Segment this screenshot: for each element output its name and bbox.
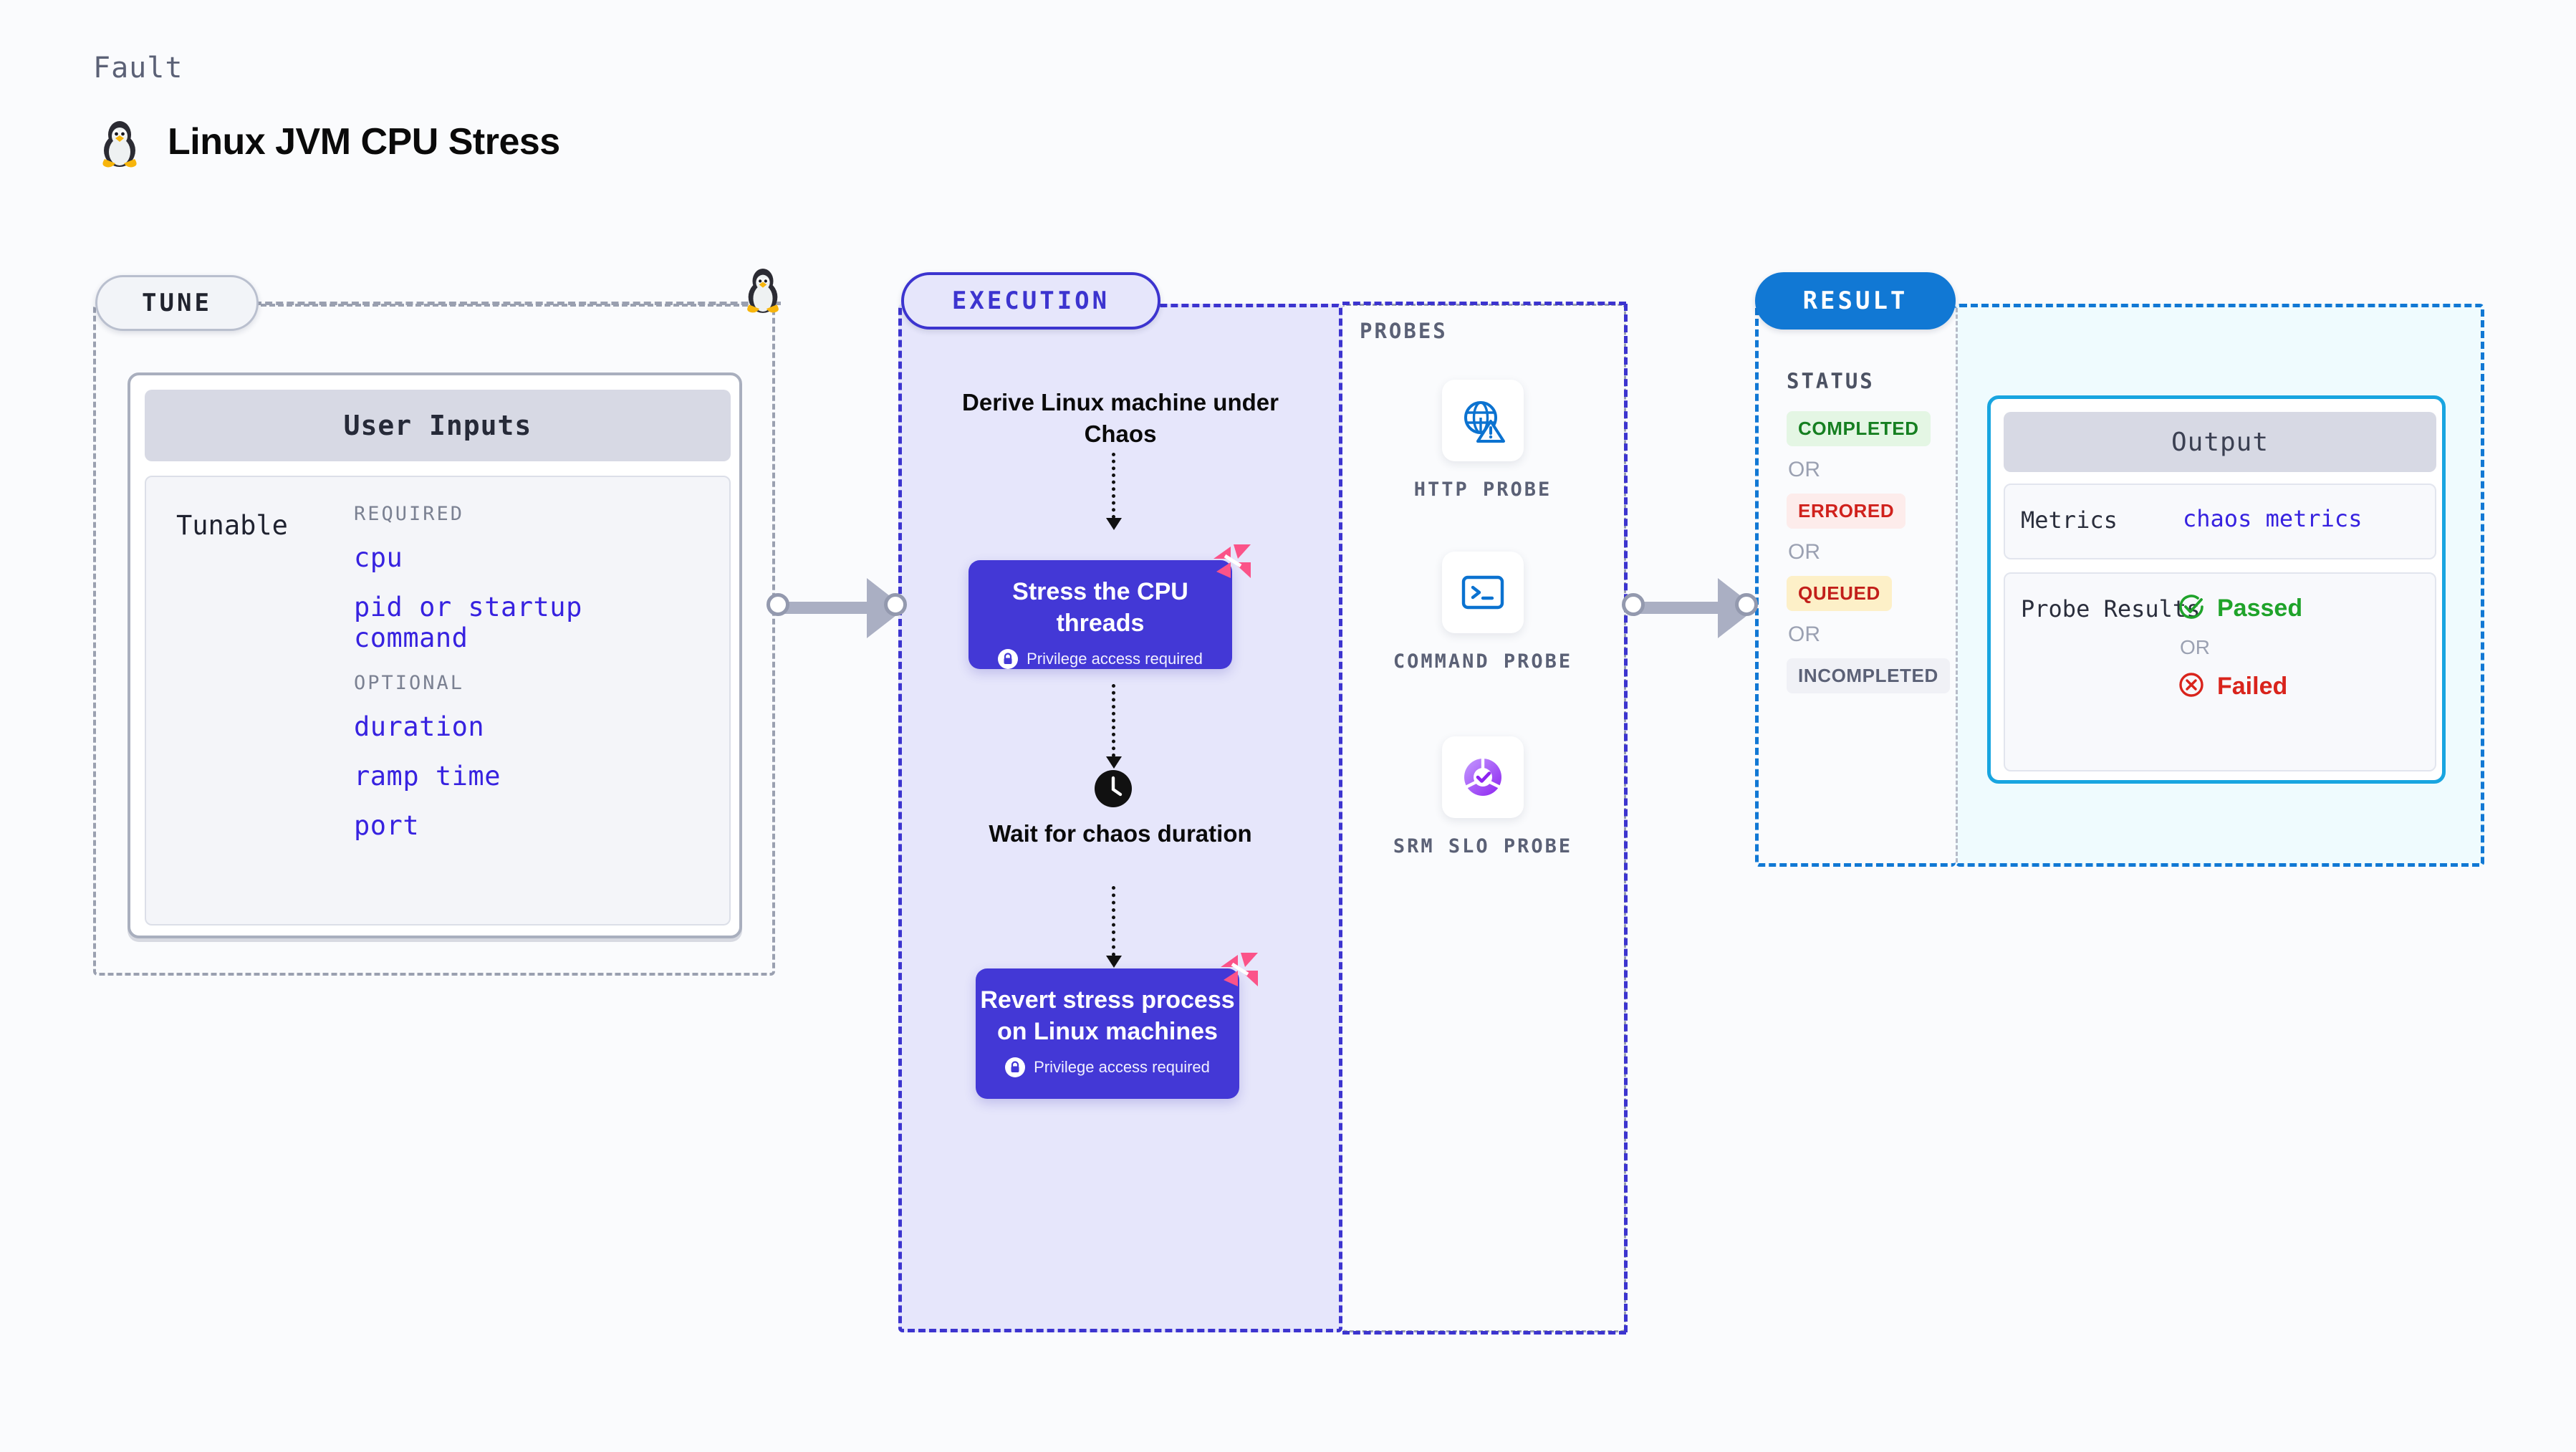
linux-tux-connector-icon bbox=[741, 264, 784, 319]
probe-result-failed-label: Failed bbox=[2217, 673, 2288, 700]
status-badge-completed: COMPLETED bbox=[1787, 411, 1931, 446]
execution-step-derive-machine: Derive Linux machine under Chaos bbox=[962, 389, 1279, 447]
probe-label-command: COMMAND PROBE bbox=[1393, 650, 1573, 673]
user-inputs-card-title: User Inputs bbox=[145, 390, 731, 461]
tunable-item-port[interactable]: port bbox=[354, 810, 420, 841]
probe-result-or: OR bbox=[2180, 636, 2210, 658]
tune-top-dashed-line bbox=[254, 302, 781, 305]
probe-result-failed: Failed bbox=[2177, 670, 2302, 703]
probes-top-dashed-line bbox=[1342, 302, 1626, 305]
check-circle-icon bbox=[2177, 592, 2206, 625]
tunable-item-ramp-time[interactable]: ramp time bbox=[354, 761, 501, 792]
probe-result-passed: Passed bbox=[2177, 592, 2302, 625]
lock-icon bbox=[1005, 1057, 1026, 1078]
status-title: STATUS bbox=[1787, 369, 1875, 393]
probe-item-srm-slo[interactable]: SRM SLO PROBE bbox=[1375, 736, 1590, 860]
execution-step-wait-duration: Wait for chaos duration bbox=[989, 820, 1252, 847]
probe-label-srm-slo: SRM SLO PROBE bbox=[1393, 835, 1573, 857]
status-badge-list: COMPLETED OR ERRORED OR QUEUED OR INCOMP… bbox=[1787, 411, 1959, 693]
status-badge-queued: QUEUED bbox=[1787, 576, 1892, 611]
probes-right-dashed-line bbox=[1624, 304, 1628, 1332]
tunable-group-optional-label: OPTIONAL bbox=[354, 672, 465, 694]
user-inputs-card: User Inputs Tunable REQUIRED cpu pid or … bbox=[128, 372, 742, 938]
harness-logo-icon bbox=[1209, 540, 1256, 588]
status-or-1: OR bbox=[1788, 458, 1820, 481]
flow-arrow-3 bbox=[1106, 886, 1122, 968]
fault-kicker-label: Fault bbox=[93, 52, 183, 85]
output-row-probe-results: Probe Results Passed OR bbox=[2004, 572, 2436, 771]
lock-icon bbox=[998, 649, 1019, 670]
output-card-title: Output bbox=[2004, 412, 2436, 472]
status-badge-incompleted: INCOMPLETED bbox=[1787, 658, 1950, 693]
flow-arrow-1 bbox=[1106, 453, 1122, 530]
execution-step-stress-cpu-card[interactable]: Stress the CPU threads Privilege access … bbox=[969, 544, 1251, 670]
harness-logo-icon bbox=[1216, 948, 1264, 996]
page-title: Linux JVM CPU Stress bbox=[168, 121, 560, 163]
privilege-note-text: Privilege access required bbox=[1027, 650, 1203, 668]
execution-card-title: Revert stress process on Linux machines bbox=[980, 986, 1235, 1046]
probe-label-http: HTTP PROBE bbox=[1413, 479, 1552, 501]
tunable-box: Tunable REQUIRED cpu pid or startup comm… bbox=[145, 476, 731, 925]
x-circle-icon bbox=[2177, 670, 2206, 703]
probe-result-passed-label: Passed bbox=[2217, 595, 2303, 622]
result-panel-label: RESULT bbox=[1755, 272, 1956, 330]
metrics-key-label: Metrics bbox=[2021, 506, 2118, 534]
output-card: Output Metrics chaos metrics Probe Resul… bbox=[1987, 395, 2446, 784]
globe-warning-icon bbox=[1442, 380, 1524, 461]
privilege-note: Privilege access required bbox=[969, 649, 1232, 670]
status-or-2: OR bbox=[1788, 540, 1820, 564]
privilege-note-text: Privilege access required bbox=[1034, 1058, 1210, 1077]
metrics-value-link[interactable]: chaos metrics bbox=[2183, 505, 2363, 532]
fault-title-row: Linux JVM CPU Stress bbox=[97, 116, 560, 168]
execution-panel-label: EXECUTION bbox=[901, 272, 1160, 330]
tunable-values-list: REQUIRED cpu pid or startup command OPTI… bbox=[354, 503, 712, 860]
tune-panel-label: TUNE bbox=[95, 275, 259, 331]
output-row-metrics: Metrics chaos metrics bbox=[2004, 484, 2436, 559]
srm-slo-donut-check-icon bbox=[1442, 736, 1524, 818]
tune-panel bbox=[93, 304, 775, 976]
status-badge-errored: ERRORED bbox=[1787, 494, 1906, 529]
probe-item-http[interactable]: HTTP PROBE bbox=[1375, 380, 1590, 503]
status-or-3: OR bbox=[1788, 622, 1820, 646]
probes-title: PROBES bbox=[1360, 319, 1448, 343]
tunable-item-cpu[interactable]: cpu bbox=[354, 542, 403, 573]
clock-icon bbox=[1095, 770, 1132, 811]
probe-results-key-label: Probe Results bbox=[2021, 595, 2201, 622]
linux-tux-icon bbox=[97, 116, 142, 168]
tunable-key-label: Tunable bbox=[176, 510, 288, 541]
tunable-group-required-label: REQUIRED bbox=[354, 503, 465, 525]
probes-bottom-dashed-line bbox=[1342, 1331, 1626, 1335]
result-panel-divider bbox=[1956, 308, 1958, 862]
probe-results-values: Passed OR Failed bbox=[2177, 592, 2302, 703]
flow-arrow-2 bbox=[1106, 684, 1122, 769]
tunable-item-pid-or-startup-command[interactable]: pid or startup command bbox=[354, 592, 582, 653]
probe-item-command[interactable]: COMMAND PROBE bbox=[1375, 552, 1590, 675]
terminal-icon bbox=[1442, 552, 1524, 633]
privilege-note: Privilege access required bbox=[976, 1057, 1239, 1078]
execution-panel bbox=[898, 304, 1342, 1332]
execution-card-title: Stress the CPU threads bbox=[1012, 578, 1188, 638]
execution-step-revert-stress-card[interactable]: Revert stress process on Linux machines … bbox=[976, 953, 1258, 1099]
tunable-item-duration[interactable]: duration bbox=[354, 711, 485, 742]
